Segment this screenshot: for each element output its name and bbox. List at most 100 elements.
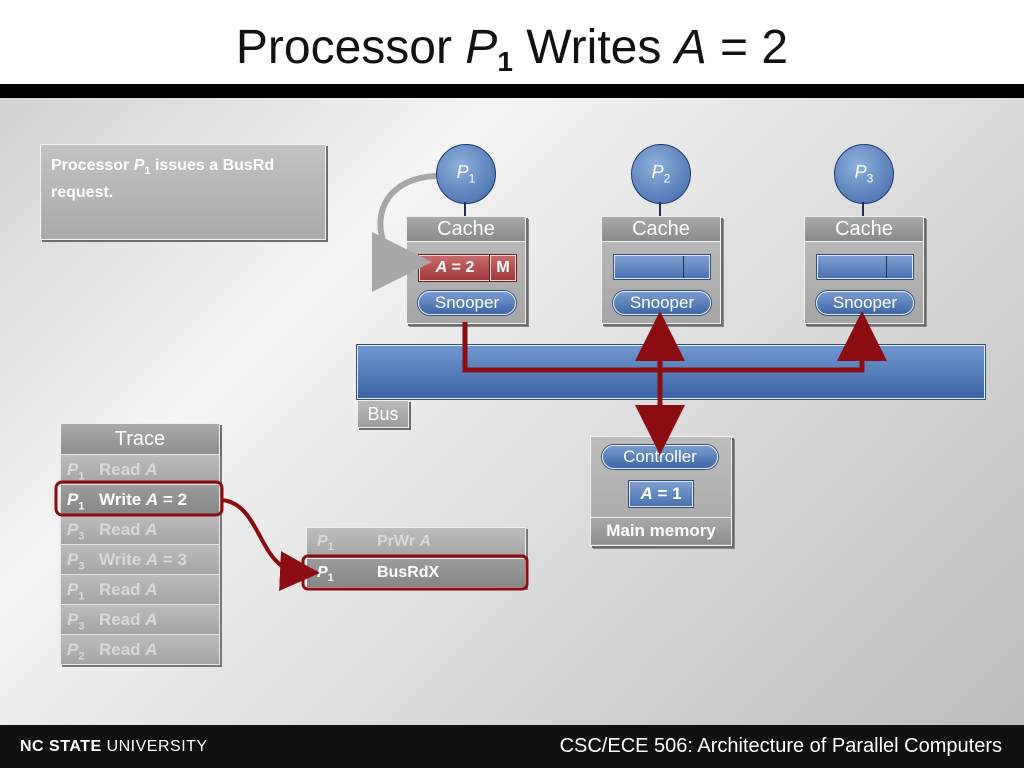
trace-op: Read [99, 520, 146, 539]
brand-rest: UNIVERSITY [101, 738, 208, 755]
cache-line-empty[interactable] [817, 255, 913, 279]
brand-bold: NC STATE [20, 738, 102, 755]
trace-processor: P [67, 520, 79, 539]
trace-val: = 3 [158, 550, 188, 569]
memory-title: Main memory [591, 517, 731, 544]
p1-cache-connector [464, 202, 466, 216]
footer-brand: NC STATE UNIVERSITY [20, 738, 208, 756]
processor-label-sub: 2 [663, 171, 671, 186]
trace-row[interactable]: P1 Read A [60, 454, 220, 485]
trace-var: A [145, 550, 159, 569]
busq-processor: P [317, 533, 328, 550]
trace-row[interactable]: P1 Read A [60, 574, 220, 605]
trace-op: Read [99, 610, 146, 629]
description-suffix: issues a BusRd request. [51, 157, 275, 202]
bus-label: Bus [357, 400, 409, 428]
trace-var: A [145, 490, 159, 509]
processor-p2[interactable]: P2 [631, 144, 691, 204]
bus-queue-row-current[interactable]: P1 BusRdX [306, 558, 526, 588]
busq-processor-sub: 1 [327, 541, 334, 554]
trace-row-current[interactable]: P1 Write A = 2 [60, 484, 220, 515]
trace-var: A [145, 640, 158, 659]
description-box: Processor P1 issues a BusRd request. [40, 144, 326, 240]
title-variable: A [674, 21, 707, 74]
trace-row[interactable]: P3 Read A [60, 604, 220, 635]
trace-processor-sub: 1 [78, 470, 85, 483]
title-text-suffix: = 2 [706, 21, 789, 74]
footer-course: CSC/ECE 506: Architecture of Parallel Co… [559, 735, 1002, 757]
cache-title: Cache [602, 217, 720, 242]
processor-label-sub: 3 [866, 171, 874, 186]
trace-op: Write [99, 550, 146, 569]
cache-title: Cache [407, 217, 525, 242]
snooper-p1[interactable]: Snooper [418, 291, 516, 315]
trace-processor: P [67, 490, 79, 509]
cache-line-state[interactable]: M [490, 255, 516, 281]
memory-variable: A [640, 484, 653, 503]
processor-label-sub: 1 [468, 171, 476, 186]
cache-p3[interactable]: Cache Snooper [804, 216, 924, 324]
trace-processor-sub: 1 [78, 500, 85, 513]
title-rule [0, 84, 1024, 98]
memory-number: = 1 [652, 484, 682, 503]
p3-cache-connector [862, 202, 864, 216]
description-processor-sub: 1 [144, 165, 151, 178]
trace-op: Read [99, 640, 146, 659]
trace-processor-sub: 3 [78, 560, 85, 573]
trace-var: A [145, 460, 158, 479]
p2-cache-connector [659, 202, 661, 216]
trace-processor-sub: 3 [78, 620, 85, 633]
main-memory[interactable]: Controller A = 1 Main memory [590, 436, 732, 546]
trace-op: Read [99, 580, 146, 599]
cache-line-variable: A [435, 259, 448, 276]
memory-value[interactable]: A = 1 [629, 481, 693, 507]
trace-row[interactable]: P3 Read A [60, 514, 220, 545]
snooper-p2[interactable]: Snooper [613, 291, 711, 315]
processor-label: P [854, 162, 867, 182]
trace-title: Trace [60, 423, 220, 455]
busq-var: A [419, 533, 431, 550]
busq-processor: P [317, 564, 328, 581]
trace-op: Write [99, 490, 146, 509]
processor-p1[interactable]: P1 [436, 144, 496, 204]
cache-line-divider [683, 256, 684, 278]
trace-var: A [145, 580, 158, 599]
busq-processor-sub: 1 [327, 572, 334, 585]
cache-line-divider [886, 256, 887, 278]
title-text-mid: Writes [512, 21, 675, 74]
trace-val: = 2 [158, 490, 188, 509]
trace-processor: P [67, 610, 79, 629]
bus[interactable] [357, 345, 985, 399]
trace-processor: P [67, 550, 79, 569]
trace-processor: P [67, 460, 79, 479]
title-processor-sub: 1 [497, 46, 513, 77]
cache-title: Cache [805, 217, 923, 242]
trace-processor-sub: 3 [78, 530, 85, 543]
trace-row[interactable]: P3 Write A = 3 [60, 544, 220, 575]
processor-label: P [456, 162, 469, 182]
processor-p3[interactable]: P3 [834, 144, 894, 204]
description-prefix: Processor [51, 157, 134, 174]
snooper-p3[interactable]: Snooper [816, 291, 914, 315]
bus-queue-row[interactable]: P1 PrWr A [306, 527, 526, 557]
cache-line-value[interactable]: A = 2 [419, 255, 491, 281]
trace-op: Read [99, 460, 146, 479]
title-text-prefix: Processor [235, 21, 466, 74]
trace-processor-sub: 2 [78, 650, 85, 663]
slide-title: Processor P1 Writes A = 2 [0, 18, 1024, 92]
description-processor: P [133, 157, 145, 174]
memory-controller[interactable]: Controller [602, 445, 718, 469]
cache-line-number: = 2 [447, 259, 475, 276]
busq-op: BusRdX [377, 564, 440, 581]
trace-var: A [145, 610, 158, 629]
trace-processor-sub: 1 [78, 590, 85, 603]
trace-processor: P [67, 580, 79, 599]
cache-line-empty[interactable] [614, 255, 710, 279]
busq-op: PrWr [377, 533, 420, 550]
cache-p2[interactable]: Cache Snooper [601, 216, 721, 324]
processor-label: P [651, 162, 664, 182]
trace-var: A [145, 520, 158, 539]
title-processor: P [465, 21, 498, 74]
cache-p1[interactable]: Cache A = 2 M Snooper [406, 216, 526, 324]
